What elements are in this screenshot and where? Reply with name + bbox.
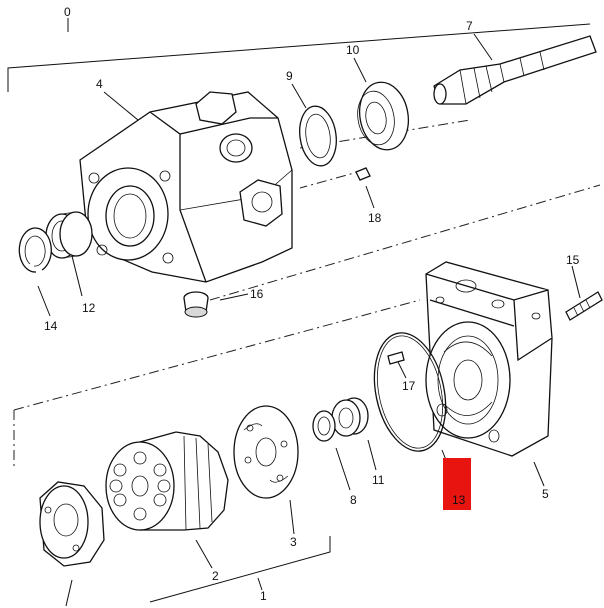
highlight-box [443, 458, 471, 510]
callout-16[interactable]: 16 [250, 287, 264, 301]
snap-ring [18, 227, 52, 273]
shaft-seal [299, 105, 337, 167]
assembly-bracket-0 [7, 18, 591, 92]
bolt [565, 291, 603, 321]
leader-lines [37, 33, 581, 607]
callout-15[interactable]: 15 [566, 253, 580, 267]
callout-13[interactable]: 13 [452, 493, 466, 507]
callout-14[interactable]: 14 [44, 319, 58, 333]
callout-3[interactable]: 3 [290, 535, 297, 549]
plug [183, 291, 209, 318]
callout-labels: 0 4 7 10 9 18 12 14 16 15 17 11 8 3 2 1 … [44, 5, 580, 603]
drive-shaft [433, 35, 597, 105]
dowel-pin-18 [355, 167, 371, 181]
callout-11[interactable]: 11 [372, 473, 385, 487]
callout-10[interactable]: 10 [346, 43, 360, 57]
o-ring [373, 332, 447, 452]
callout-17[interactable]: 17 [402, 379, 416, 393]
callout-2[interactable]: 2 [212, 569, 219, 583]
end-cover [425, 261, 553, 457]
callout-4[interactable]: 4 [96, 77, 103, 91]
valve-plate [233, 405, 299, 499]
callout-8[interactable]: 8 [350, 493, 357, 507]
cylinder-bearing [331, 397, 369, 437]
assembly-bracket-1 [149, 536, 331, 603]
dowel-pin-17 [387, 351, 405, 365]
callout-5[interactable]: 5 [542, 487, 549, 501]
callout-7[interactable]: 7 [466, 19, 473, 33]
shaft-bearing [357, 81, 410, 151]
washer [312, 410, 336, 442]
callout-0[interactable]: 0 [64, 5, 71, 19]
cylinder-block [105, 431, 229, 531]
callout-12[interactable]: 12 [82, 301, 96, 315]
callout-18[interactable]: 18 [368, 211, 382, 225]
pump-housing [79, 91, 293, 283]
outer-bearing [45, 211, 93, 259]
callout-9[interactable]: 9 [286, 69, 293, 83]
callout-1[interactable]: 1 [260, 589, 267, 603]
retainer-plate [39, 481, 105, 567]
